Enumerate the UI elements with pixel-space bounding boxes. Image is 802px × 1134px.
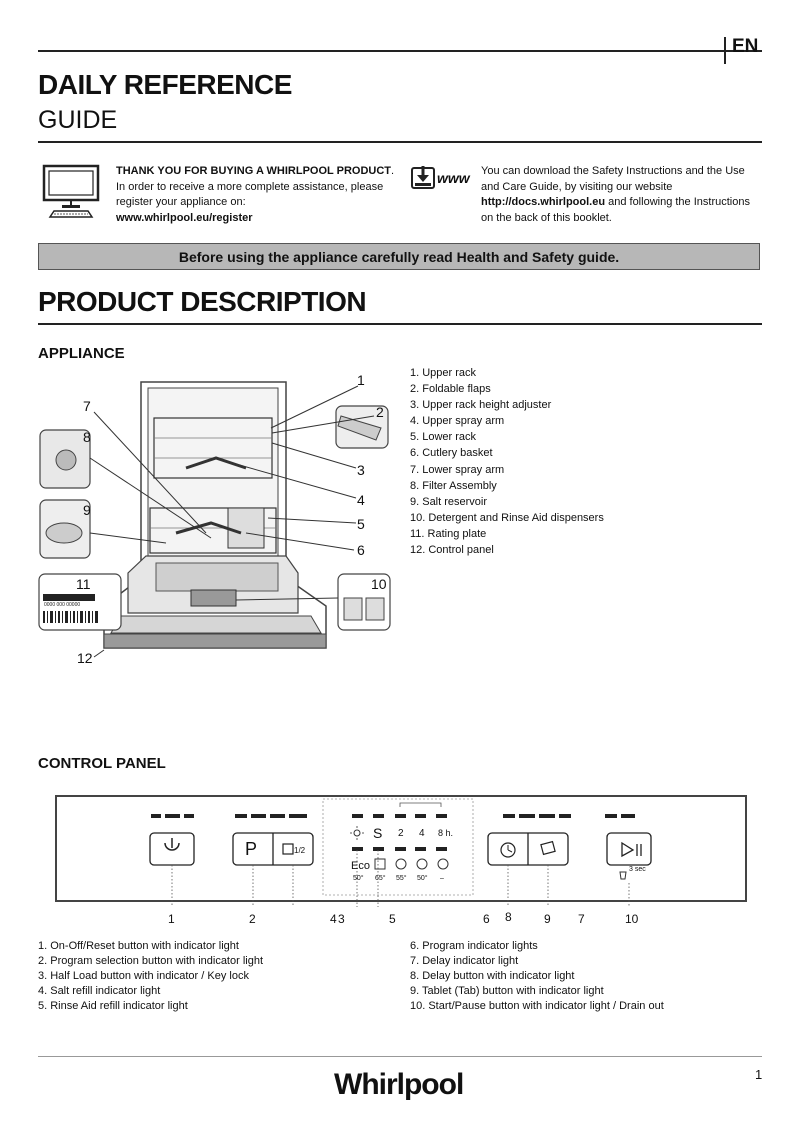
cp-number-3: 3 [338,912,345,926]
appliance-heading: APPLIANCE [38,345,125,362]
lang-label: EN [732,36,759,57]
list-item: 1. On-Off/Reset button with indicator li… [38,940,239,952]
cp-number-2: 2 [249,912,256,926]
intro-right-text: You can download the Safety Instructions… [481,164,765,226]
list-item: 3. Half Load button with indicator / Key… [38,970,249,982]
docs-link[interactable]: http://docs.whirlpool.eu [481,196,606,208]
cp-number-8: 8 [505,910,512,924]
list-item: 3. Upper rack height adjuster [410,399,552,412]
page-title: DAILY REFERENCE [38,69,292,100]
list-item: 9. Tablet (Tab) button with indicator li… [410,985,604,997]
list-item: 12. Control panel [410,544,494,557]
computer-icon [42,164,102,225]
intro-left-bold: THANK YOU FOR BUYING A WHIRLPOOL PRODUCT [116,165,391,177]
cp-number-5: 5 [389,912,396,926]
rating-plate-text: 0000 000 00000 [44,602,80,608]
callout-3: 3 [357,462,365,478]
list-item: 1. Upper rack [410,367,477,379]
intro-left-period: . [391,165,395,177]
download-www-icon: www [410,164,474,197]
intro-left-body: In order to receive a more complete assi… [116,180,384,209]
page-number: 1 [755,1067,763,1082]
top-rule [38,50,724,52]
temp-2: 65° [375,875,386,882]
www-label: www [437,170,470,186]
cp-number-6: 6 [483,912,490,926]
whirlpool-logo: Whirlpool [334,1068,464,1101]
list-item: 7. Lower spray arm [410,463,505,476]
control-panel-list-left: 1. On-Off/Reset button with indicator li… [38,939,263,1014]
intro-right-tail: and following the Instructions on the ba… [481,196,750,224]
dishwasher-diagram: 0000 000 00000 [36,368,396,673]
list-item: 5. Lower rack [410,431,477,444]
callout-4: 4 [357,492,365,508]
title-rule [38,141,762,143]
list-item: 6. Cutlery basket [410,447,493,460]
footer-rule [38,1056,762,1057]
list-item: 10. Start/Pause button with indicator li… [410,1000,664,1012]
temp-3: 55° [396,875,407,882]
list-item: 5. Rinse Aid refill indicator light [38,1000,188,1012]
list-item: 2. Program selection button with indicat… [38,955,264,967]
list-item: 4. Salt refill indicator light [38,985,161,997]
list-item: 4. Upper spray arm [410,415,505,428]
program-button-label: P [245,839,258,859]
delay-4h-label: 4 [419,828,425,839]
delay-8h-label: 8 h. [438,828,454,838]
cp-number-4: 4 [330,912,337,926]
cp-number-10: 10 [625,912,639,926]
callout-11: 11 [76,576,91,592]
control-panel-list-right: 6. Program indicator lights 7. Delay ind… [410,939,664,1014]
callout-5: 5 [357,516,365,532]
list-item: 11. Rating plate [410,527,487,540]
list-item: 6. Program indicator lights [410,940,538,952]
top-rule-right [724,50,762,52]
product-description-heading: PRODUCT DESCRIPTION [38,286,367,317]
callout-2: 2 [376,404,384,420]
appliance-parts-list: 1. Upper rack 2. Foldable flaps 3. Upper… [410,365,604,558]
safety-banner: Before using the appliance carefully rea… [38,243,760,270]
drain-label: 3 sec [629,866,646,873]
list-item: 8. Filter Assembly [410,479,497,492]
control-panel-graphics [149,798,652,907]
temp-1: 50° [353,875,364,882]
callout-10: 10 [371,576,387,592]
temp-4: 50° [417,875,428,882]
section-rule [38,323,762,325]
list-item: 10. Detergent and Rinse Aid dispensers [410,511,604,524]
list-item: 8. Delay button with indicator light [410,970,575,982]
control-panel-heading: CONTROL PANEL [38,755,166,772]
cp-number-9: 9 [544,912,551,926]
callout-6: 6 [357,542,365,558]
salt-indicator-s: S [373,825,383,841]
intro-left-text: THANK YOU FOR BUYING A WHIRLPOOL PRODUCT… [116,164,406,226]
cp-number-7: 7 [578,912,585,926]
callout-1: 1 [357,372,365,388]
temp-5: – [440,875,444,882]
register-link[interactable]: www.whirlpool.eu/register [116,211,253,224]
lang-divider [724,37,726,64]
cp-number-1: 1 [168,912,175,926]
list-item: 9. Salt reservoir [410,495,488,508]
callout-8: 8 [83,429,91,445]
intro-right-body: You can download the Safety Instructions… [481,165,745,193]
list-item: 2. Foldable flaps [410,383,491,396]
list-item: 7. Delay indicator light [410,955,519,967]
delay-2h-label: 2 [398,828,404,839]
eco-label: Eco [351,860,370,872]
callout-9: 9 [83,502,91,518]
callout-7: 7 [83,398,91,414]
callout-12: 12 [77,650,93,666]
half-load-label: 1/2 [294,846,306,855]
page-subtitle: GUIDE [38,106,118,134]
